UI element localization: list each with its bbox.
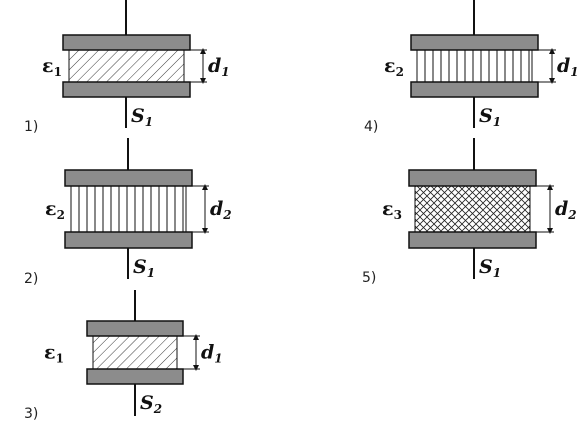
dielectric-lines: [78, 186, 184, 232]
permittivity-label-symbol: ε: [45, 198, 57, 220]
area-label-subscript: 1: [145, 115, 153, 129]
area-label-subscript: 2: [153, 402, 162, 416]
area-label: S1: [479, 105, 501, 129]
bottom-plate: [64, 231, 193, 249]
figure-number: 4): [364, 119, 378, 135]
area-label: S1: [131, 105, 153, 129]
permittivity-label: ε1: [44, 342, 64, 366]
area-label: S1: [133, 256, 155, 280]
figure-number: 2): [24, 271, 38, 287]
figure-number: 1): [24, 119, 38, 135]
area-label-subscript: 1: [147, 266, 155, 280]
area-label-subscript: 1: [493, 266, 501, 280]
figure-number: 5): [362, 270, 376, 286]
area-label: S1: [479, 256, 501, 280]
permittivity-label-subscript: 1: [56, 352, 64, 366]
dielectric: [416, 49, 533, 83]
permittivity-label-symbol: ε: [382, 198, 394, 220]
thickness-label-symbol: d: [555, 198, 568, 220]
thickness-label-symbol: d: [557, 55, 570, 77]
top-plate: [64, 169, 193, 187]
thickness-label-symbol: d: [208, 55, 221, 77]
thickness-label-subscript: 2: [567, 208, 576, 222]
area-label-symbol: S: [131, 105, 145, 127]
permittivity-label-symbol: ε: [384, 55, 396, 77]
bottom-plate: [408, 231, 537, 249]
area-label: S2: [140, 392, 162, 416]
thickness-label-symbol: d: [201, 342, 214, 364]
dielectric: [70, 185, 187, 233]
permittivity-label: ε2: [45, 198, 65, 222]
thickness-label-subscript: 2: [222, 208, 231, 222]
thickness-label: d1: [201, 342, 223, 366]
top-plate: [86, 320, 184, 337]
area-label-symbol: S: [140, 392, 154, 414]
permittivity-label-subscript: 1: [54, 65, 62, 79]
thickness-label-subscript: 1: [570, 65, 578, 79]
area-label-symbol: S: [479, 256, 493, 278]
permittivity-label-symbol: ε: [42, 55, 54, 77]
thickness-label: d2: [555, 198, 577, 222]
bottom-plate: [86, 368, 184, 385]
dielectric: [92, 335, 178, 370]
dielectric: [68, 49, 185, 83]
top-plate: [408, 169, 537, 187]
permittivity-label: ε1: [42, 55, 62, 79]
permittivity-label: ε3: [382, 198, 402, 222]
area-label-symbol: S: [133, 256, 147, 278]
permittivity-label-subscript: 2: [396, 65, 404, 79]
thickness-label: d2: [210, 198, 232, 222]
area-label-symbol: S: [479, 105, 493, 127]
bottom-plate: [410, 81, 539, 98]
thickness-label-symbol: d: [210, 198, 223, 220]
top-plate: [62, 34, 191, 51]
bottom-plate: [62, 81, 191, 98]
dielectric: [414, 185, 531, 233]
permittivity-label-subscript: 2: [57, 208, 65, 222]
dielectric-lines: [424, 50, 530, 82]
figure-number: 3): [24, 406, 38, 422]
permittivity-label-symbol: ε: [44, 342, 56, 364]
thickness-label-subscript: 1: [214, 352, 222, 366]
top-plate: [410, 34, 539, 51]
area-label-subscript: 1: [493, 115, 501, 129]
thickness-label-subscript: 1: [221, 65, 229, 79]
permittivity-label-subscript: 3: [394, 208, 402, 222]
thickness-label: d1: [557, 55, 579, 79]
thickness-label: d1: [208, 55, 230, 79]
permittivity-label: ε2: [384, 55, 404, 79]
